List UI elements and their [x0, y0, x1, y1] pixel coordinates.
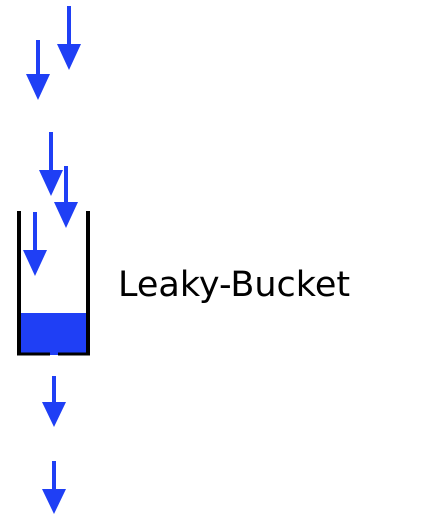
leaky-bucket-label: Leaky-Bucket	[118, 265, 351, 305]
bucket-water	[20, 313, 88, 355]
incoming-packets	[23, 6, 81, 276]
down-arrow-icon	[57, 6, 81, 70]
bucket-icon	[17, 211, 90, 356]
down-arrow-icon	[54, 166, 78, 228]
outgoing-packets	[42, 376, 66, 514]
down-arrow-icon	[26, 40, 50, 100]
down-arrow-icon	[42, 376, 66, 427]
down-arrow-icon	[42, 461, 66, 514]
down-arrow-icon	[39, 132, 63, 196]
down-arrow-icon	[23, 212, 47, 276]
